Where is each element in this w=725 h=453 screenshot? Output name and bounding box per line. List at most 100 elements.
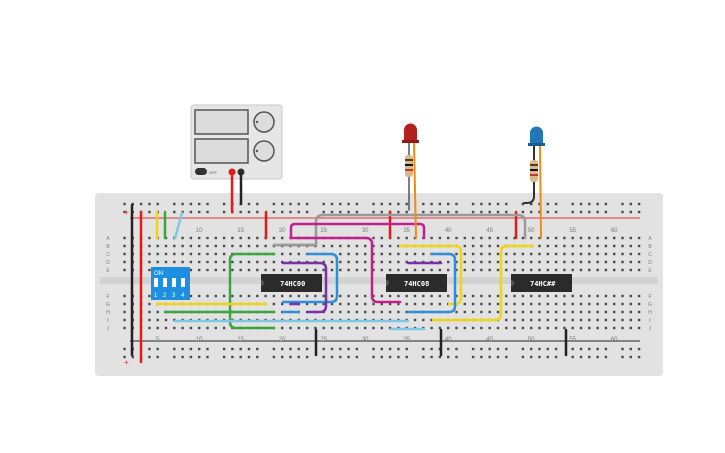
wire-yellow-right[interactable] [398,244,463,306]
breadboard-hole[interactable] [471,310,475,314]
breadboard-hole[interactable] [538,326,541,330]
breadboard-hole[interactable] [272,260,276,264]
breadboard-hole[interactable] [206,210,209,214]
breadboard-hole[interactable] [347,294,350,298]
breadboard-hole[interactable] [173,347,176,351]
breadboard-hole[interactable] [496,268,500,272]
breadboard-hole[interactable] [123,268,126,272]
breadboard-hole[interactable] [613,310,616,314]
breadboard-hole[interactable] [629,236,632,240]
breadboard-hole[interactable] [148,210,151,214]
breadboard-hole[interactable] [156,355,159,359]
breadboard-hole[interactable] [322,202,325,206]
breadboard-hole[interactable] [355,210,359,214]
chip-74hc00[interactable]: 74HC00 [261,274,322,292]
breadboard-hole[interactable] [364,326,367,330]
breadboard-hole[interactable] [613,294,616,298]
breadboard-hole[interactable] [588,268,591,272]
breadboard-hole[interactable] [364,294,367,298]
breadboard-hole[interactable] [480,252,483,256]
breadboard-hole[interactable] [604,210,608,214]
breadboard-hole[interactable] [222,202,226,206]
breadboard-hole[interactable] [637,302,641,306]
breadboard-hole[interactable] [264,294,267,298]
breadboard-hole[interactable] [588,252,591,256]
breadboard-hole[interactable] [629,252,632,256]
breadboard-hole[interactable] [214,294,217,298]
breadboard-hole[interactable] [505,326,508,330]
breadboard-hole[interactable] [596,268,599,272]
breadboard-hole[interactable] [397,347,400,351]
breadboard-hole[interactable] [222,326,226,330]
breadboard-hole[interactable] [231,347,234,351]
breadboard-hole[interactable] [554,236,558,240]
breadboard-hole[interactable] [247,244,251,248]
breadboard-hole[interactable] [372,236,375,240]
breadboard-hole[interactable] [455,260,458,264]
breadboard-hole[interactable] [480,347,483,351]
breadboard-hole[interactable] [198,268,201,272]
breadboard-hole[interactable] [538,252,541,256]
breadboard-hole[interactable] [281,326,284,330]
breadboard-hole[interactable] [355,294,359,298]
breadboard-hole[interactable] [637,210,641,214]
breadboard-hole[interactable] [148,260,151,264]
breadboard-hole[interactable] [347,252,350,256]
breadboard-hole[interactable] [554,326,558,330]
breadboard-hole[interactable] [521,347,525,351]
breadboard-hole[interactable] [505,260,508,264]
breadboard-hole[interactable] [339,210,342,214]
breadboard-hole[interactable] [455,268,458,272]
breadboard-hole[interactable] [388,268,392,272]
breadboard-hole[interactable] [455,210,458,214]
breadboard-hole[interactable] [339,268,342,272]
breadboard-hole[interactable] [289,210,292,214]
breadboard-hole[interactable] [596,355,599,359]
breadboard-hole[interactable] [413,318,417,322]
breadboard-hole[interactable] [604,302,608,306]
breadboard-hole[interactable] [397,252,400,256]
breadboard-hole[interactable] [463,302,466,306]
breadboard-hole[interactable] [563,302,566,306]
breadboard-hole[interactable] [513,268,516,272]
breadboard-hole[interactable] [206,294,209,298]
breadboard-hole[interactable] [397,202,400,206]
breadboard-hole[interactable] [239,260,242,264]
breadboard-hole[interactable] [596,260,599,264]
breadboard-hole[interactable] [123,355,126,359]
breadboard-hole[interactable] [139,202,143,206]
breadboard-hole[interactable] [637,252,641,256]
breadboard-hole[interactable] [173,202,176,206]
breadboard-hole[interactable] [364,302,367,306]
breadboard-hole[interactable] [364,268,367,272]
breadboard-hole[interactable] [347,260,350,264]
breadboard-hole[interactable] [372,355,375,359]
breadboard-hole[interactable] [372,244,375,248]
breadboard-hole[interactable] [355,302,359,306]
breadboard-hole[interactable] [405,210,408,214]
breadboard-hole[interactable] [189,236,193,240]
breadboard-hole[interactable] [513,252,516,256]
breadboard-hole[interactable] [513,318,516,322]
breadboard-hole[interactable] [380,236,383,240]
breadboard-hole[interactable] [372,347,375,351]
breadboard-hole[interactable] [629,268,632,272]
breadboard-hole[interactable] [596,252,599,256]
breadboard-hole[interactable] [322,355,325,359]
wire-green-loop[interactable] [228,252,276,330]
breadboard-hole[interactable] [604,268,608,272]
breadboard-hole[interactable] [372,268,375,272]
breadboard-hole[interactable] [405,202,408,206]
breadboard-hole[interactable] [455,347,458,351]
breadboard-hole[interactable] [198,260,201,264]
breadboard-hole[interactable] [148,268,151,272]
breadboard-hole[interactable] [413,294,417,298]
breadboard-hole[interactable] [380,202,383,206]
breadboard-hole[interactable] [123,260,126,264]
breadboard-hole[interactable] [604,260,608,264]
breadboard-hole[interactable] [621,310,624,314]
breadboard-hole[interactable] [181,244,184,248]
breadboard-hole[interactable] [579,260,583,264]
breadboard-hole[interactable] [305,302,309,306]
breadboard-hole[interactable] [198,294,201,298]
